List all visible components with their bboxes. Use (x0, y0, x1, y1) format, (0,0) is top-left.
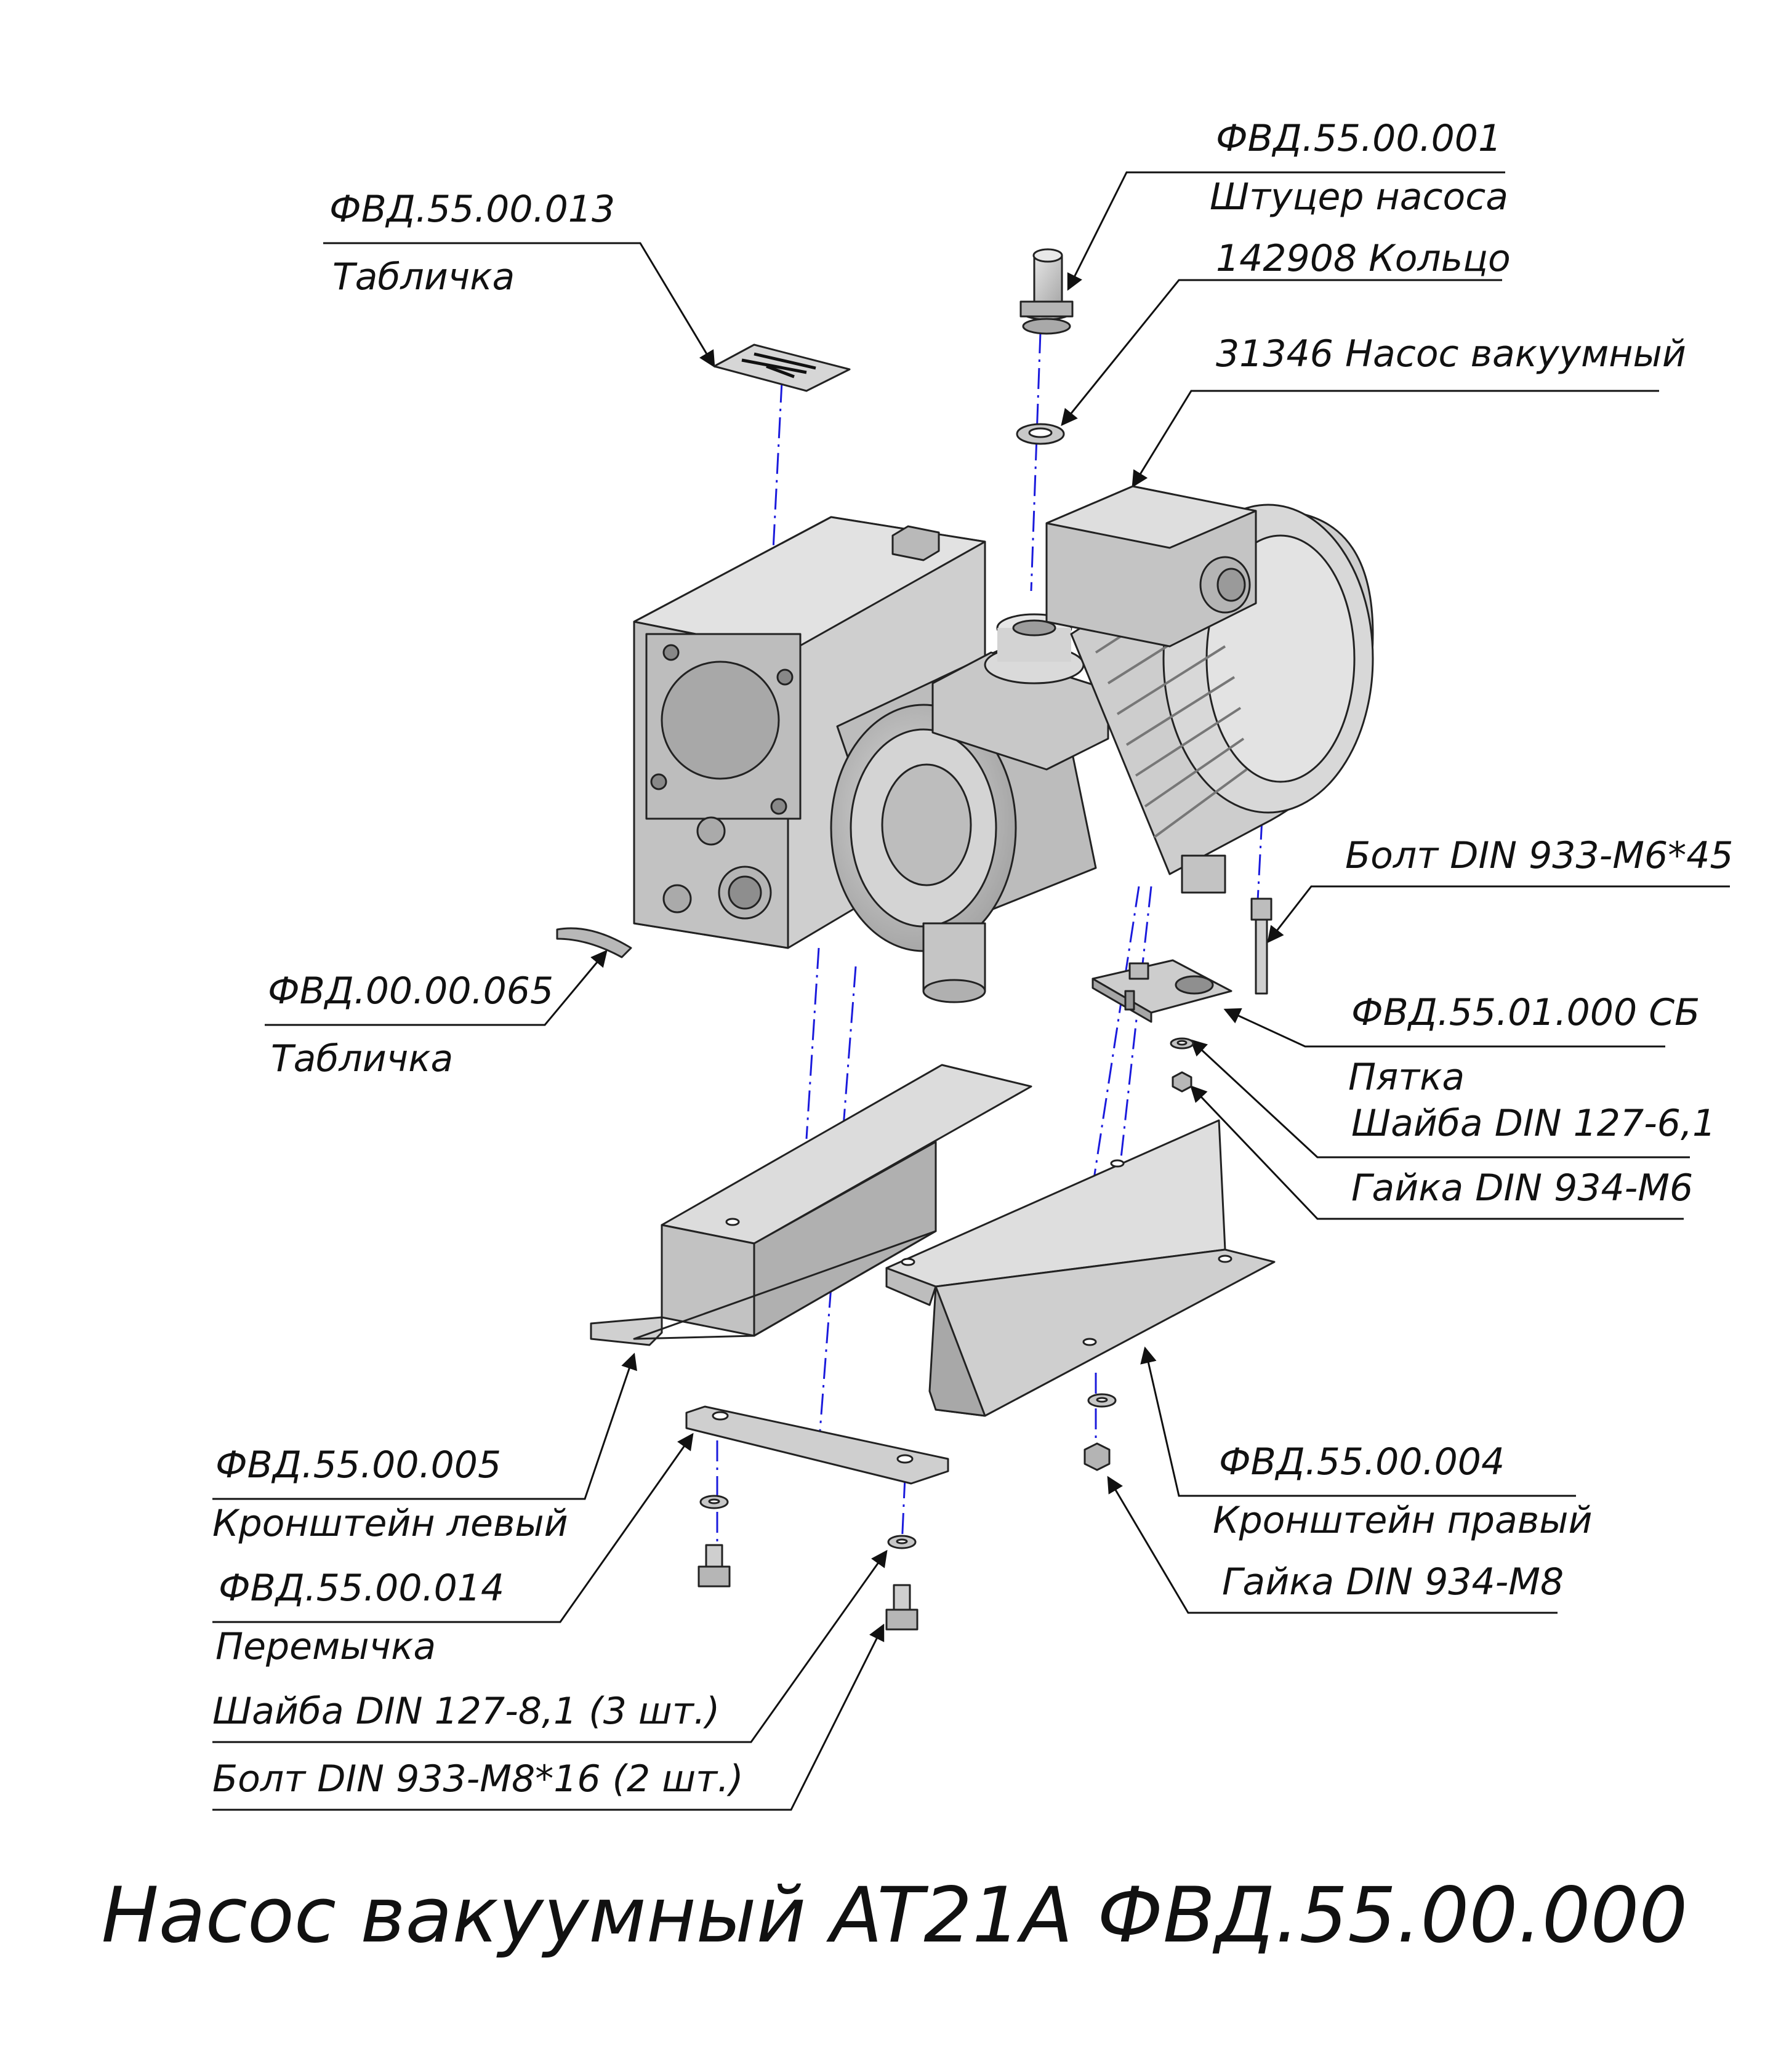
plate-side-code-label: ФВД.00.00.065 (268, 970, 554, 1013)
ring-label: 142908 Кольцо (1216, 237, 1511, 280)
bolt-m6 (1250, 897, 1272, 995)
nameplate-side (556, 927, 632, 958)
o-ring (1016, 423, 1065, 445)
washer-m6 (1170, 1037, 1194, 1050)
fitting-name-label: Штуцер насоса (1210, 175, 1508, 219)
plate-side-name-label: Табличка (271, 1037, 454, 1080)
bracket-left-code-label: ФВД.55.00.005 (215, 1444, 502, 1487)
leader-lines (212, 171, 1730, 1811)
washer-m8-label: Шайба DIN 127-8,1 (3 шт.) (212, 1690, 720, 1733)
heel (1091, 959, 1232, 1023)
jumper-name-label: Перемычка (215, 1625, 436, 1668)
bracket-right-code-label: ФВД.55.00.004 (1219, 1440, 1505, 1484)
bolt-m6-label: Болт DIN 933-M6*45 (1345, 834, 1734, 877)
jumper (685, 1405, 949, 1485)
bracket-left (590, 1064, 1032, 1346)
washer-m8-1 (699, 1495, 729, 1509)
washer-m8-2 (887, 1535, 917, 1549)
nut-m8-label: Гайка DIN 934-M8 (1222, 1560, 1564, 1604)
plate-top-name-label: Табличка (332, 255, 515, 299)
bracket-left-name-label: Кронштейн левый (212, 1502, 568, 1545)
nut-m6-label: Гайка DIN 934-M6 (1351, 1167, 1694, 1210)
bolt-m8-2 (885, 1584, 919, 1631)
washer-m6-label: Шайба DIN 127-6,1 (1351, 1102, 1716, 1145)
pump-fitting (1019, 248, 1074, 335)
nameplate-top (713, 343, 851, 392)
nut-m8 (1083, 1442, 1111, 1471)
pump-cylinder (830, 627, 1097, 1003)
terminal-box (1045, 485, 1257, 648)
plate-top-code-label: ФВД.55.00.013 (329, 188, 616, 231)
bolt-m8-label: Болт DIN 933-M8*16 (2 шт.) (212, 1757, 744, 1801)
bracket-right-name-label: Кронштейн правый (1213, 1499, 1593, 1542)
washer-m8-3 (1087, 1393, 1117, 1408)
heel-assembly-label: ФВД.55.01.000 СБ (1351, 991, 1700, 1034)
jumper-code-label: ФВД.55.00.014 (219, 1567, 505, 1610)
fitting-code-label: ФВД.55.00.001 (1216, 117, 1502, 160)
nut-m6 (1172, 1071, 1192, 1093)
bolt-m8-1 (698, 1544, 731, 1588)
heel-label: Пятка (1348, 1056, 1465, 1099)
drawing-title: Насос вакуумный AT21A ФВД.55.00.000 (101, 1871, 1688, 1960)
pump-flange (931, 613, 1109, 771)
pump-label: 31346 Насос вакуумный (1216, 332, 1686, 375)
bracket-right (885, 1119, 1276, 1417)
